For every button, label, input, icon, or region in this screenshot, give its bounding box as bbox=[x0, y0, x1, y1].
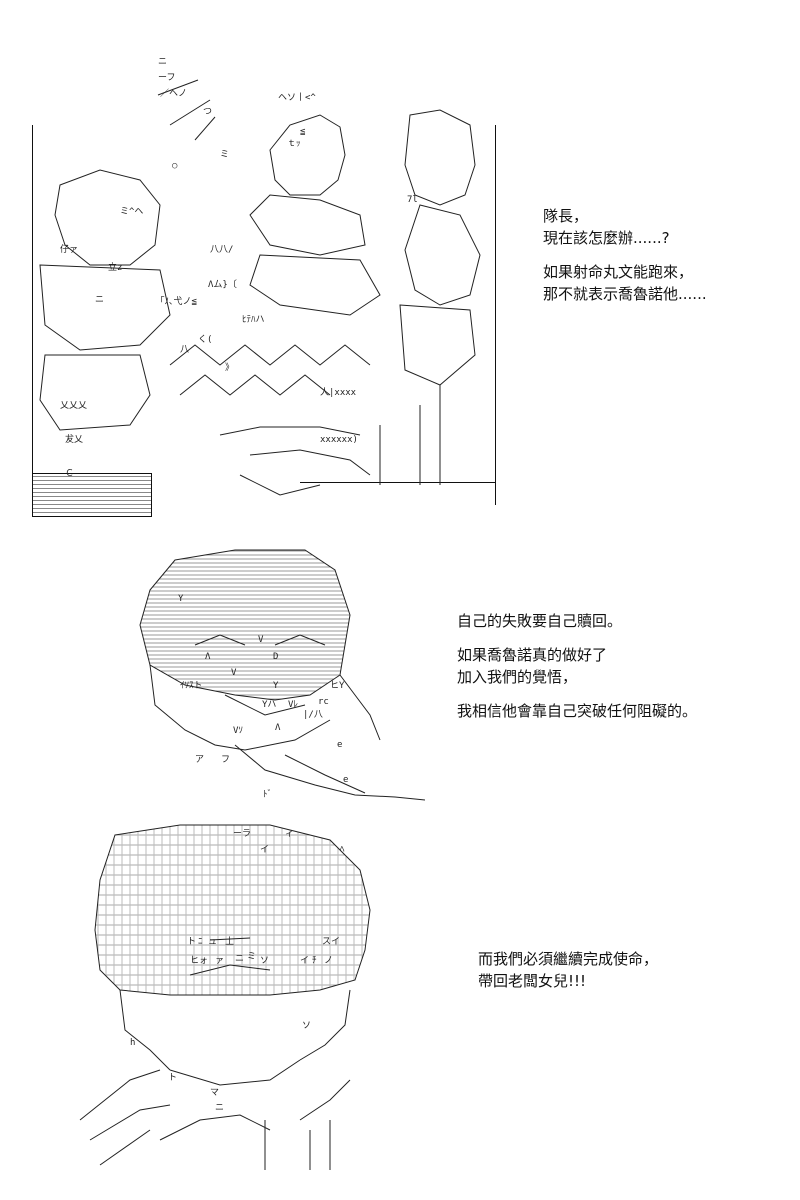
aa-1-16: xxxxxx) bbox=[320, 435, 358, 445]
aa-1-5: ヘソ丨<^ bbox=[278, 93, 316, 103]
panel-1-floor-line bbox=[300, 482, 495, 483]
aa-3-3: ﾍ bbox=[340, 845, 345, 855]
dialogue-2-line-3: 加入我們的覺悟， bbox=[457, 668, 578, 686]
aa-1-2: ／ヘノ bbox=[160, 89, 188, 99]
aa-2-14: Yハ bbox=[262, 700, 277, 710]
aa-2-13: ﾄﾞ bbox=[263, 790, 273, 800]
aa-2-3: D bbox=[273, 652, 279, 662]
aa-1-17: 乂乂乂 bbox=[60, 401, 88, 411]
aa-2-2: Λ bbox=[205, 652, 211, 662]
aa-3-18: ソ bbox=[302, 1021, 312, 1031]
aa-3-11: ニ bbox=[235, 954, 245, 964]
aa-1-3: つ bbox=[203, 107, 213, 117]
aa-2-7: rc bbox=[318, 697, 329, 707]
panel-2: Y V Λ D ｲｿｽト Y ヒY rc e e ア フ V ﾄﾞ Yハ Vﾚ … bbox=[125, 545, 425, 805]
dialogue-2-gap-1 bbox=[457, 632, 787, 644]
dialogue-2-line-4: 我相信他會靠自己突破任何阻礙的。 bbox=[457, 702, 698, 720]
panel-1-frame bbox=[32, 125, 496, 505]
aa-3-15: ﾁ bbox=[312, 956, 317, 966]
dialogue-3: 而我們必須繼續完成使命， 帶回老闆女兒!!! bbox=[478, 948, 778, 992]
aa-1-10: ニ bbox=[95, 295, 105, 305]
aa-2-1: V bbox=[258, 635, 264, 645]
panel-1-stack-box bbox=[32, 473, 152, 517]
aa-1-24: 》 bbox=[225, 363, 235, 373]
aa-2-5: Y bbox=[273, 681, 279, 691]
aa-1-4: ○ bbox=[172, 161, 178, 171]
dialogue-3-line-1: 而我們必須繼續完成使命， bbox=[478, 950, 659, 968]
aa-3-20: マ bbox=[210, 1088, 220, 1098]
dialogue-3-line-2: 帶回老闆女兒!!! bbox=[478, 972, 587, 990]
aa-1-19: Ｃ bbox=[65, 469, 75, 479]
aa-1-6: ｔｯ bbox=[287, 139, 301, 149]
aa-3-17: h bbox=[130, 1038, 136, 1048]
aa-2-11: フ bbox=[221, 755, 231, 765]
dialogue-2: 自己的失敗要自己贖回。 如果喬魯諾真的做好了 加入我們的覺悟， 我相信他會靠自己… bbox=[457, 610, 787, 722]
aa-2-10: ア bbox=[195, 755, 205, 765]
dialogue-1-line-2: 現在該怎麼辦......? bbox=[543, 229, 670, 247]
aa-2-15: Vﾚ bbox=[288, 700, 298, 710]
aa-1-23: く( bbox=[198, 335, 213, 345]
aa-2-18: Vｿ bbox=[233, 726, 243, 736]
aa-3-9: ヒォ bbox=[190, 956, 209, 966]
dialogue-1-line-3: 如果射命丸文能跑來， bbox=[543, 263, 694, 281]
aa-3-12: ミ bbox=[247, 952, 257, 962]
aa-2-4: ｲｿｽト bbox=[180, 681, 203, 691]
aa-1-25: 八 bbox=[180, 345, 190, 355]
aa-3-10: ァ bbox=[215, 956, 225, 966]
aa-1-18: 犮乂 bbox=[65, 435, 84, 445]
panel-1-ascii-art: ニ ーフ ／ヘノ つ ○ ヘソ丨<^ ｔｯ ≦ 仔ァ 立z ニ 八八/ Λム}〔… bbox=[20, 55, 498, 520]
dialogue-1-line-4: 那不就表示喬魯諾他...... bbox=[543, 285, 707, 303]
aa-3-4: ト bbox=[187, 937, 197, 947]
panel-3-line-art bbox=[79, 824, 371, 1170]
aa-3-8: スイ bbox=[322, 937, 341, 947]
aa-2-9: e bbox=[343, 775, 349, 785]
aa-3-7: 丄 bbox=[225, 937, 235, 947]
aa-1-1: ーフ bbox=[158, 73, 176, 83]
aa-3-16: ノ bbox=[324, 956, 334, 966]
aa-2-6: ヒY bbox=[330, 681, 345, 691]
aa-3-21: ニ bbox=[215, 1103, 225, 1113]
aa-1-9: 立z bbox=[108, 263, 123, 273]
aa-3-6: ュ bbox=[208, 937, 218, 947]
aa-1-15: 人|xxxx bbox=[320, 388, 357, 398]
aa-3-19: ト bbox=[168, 1073, 178, 1083]
aa-2-16: |/八 bbox=[303, 710, 323, 720]
aa-1-21: ミ^ヘ bbox=[120, 207, 144, 217]
aa-2-17: Λ bbox=[275, 723, 281, 733]
aa-2-8: e bbox=[337, 740, 343, 750]
panel-2-line-art bbox=[139, 549, 425, 801]
dialogue-2-line-1: 自己的失敗要自己贖回。 bbox=[457, 612, 623, 630]
aa-2-0: Y bbox=[178, 594, 184, 604]
panel-2-ascii-art: Y V Λ D ｲｿｽト Y ヒY rc e e ア フ V ﾄﾞ Yハ Vﾚ … bbox=[125, 545, 425, 805]
aa-3-13: ソ bbox=[260, 956, 270, 966]
aa-1-22: 7l bbox=[407, 195, 418, 205]
panel-1: ニ ーフ ／ヘノ つ ○ ヘソ丨<^ ｔｯ ≦ 仔ァ 立z ニ 八八/ Λム}〔… bbox=[20, 55, 498, 520]
aa-3-14: イ bbox=[300, 956, 310, 966]
aa-3-2: イ bbox=[260, 845, 270, 855]
aa-1-12: Λム}〔 bbox=[208, 280, 237, 290]
dialogue-2-gap-2 bbox=[457, 688, 787, 700]
aa-1-8: 仔ァ bbox=[60, 245, 79, 255]
dialogue-1-line-1: 隊長， bbox=[543, 207, 589, 225]
aa-1-7: ≦ bbox=[300, 127, 306, 137]
panel-3-ascii-art: ーラ ィ イ ﾍ ト ﾆ ュ 丄 スイ ヒォ ァ ニ ミ ソ イ ﾁ ノ h ソ… bbox=[70, 820, 380, 1175]
aa-2-12: V bbox=[231, 668, 237, 678]
dialogue-1-gap bbox=[543, 249, 783, 261]
panel-1-line-art bbox=[39, 79, 481, 496]
aa-1-0: ニ bbox=[158, 57, 168, 67]
aa-1-13: ｢ﾉ､弋ノ≦ bbox=[160, 297, 197, 307]
panel-3: ーラ ィ イ ﾍ ト ﾆ ュ 丄 スイ ヒォ ァ ニ ミ ソ イ ﾁ ノ h ソ… bbox=[70, 820, 380, 1175]
aa-1-20: ミ bbox=[220, 150, 230, 160]
aa-3-0: ーラ bbox=[233, 829, 252, 839]
aa-3-1: ィ bbox=[285, 829, 295, 839]
aa-1-14: ﾋﾃﾊハ bbox=[242, 315, 265, 325]
dialogue-2-line-2: 如果喬魯諾真的做好了 bbox=[457, 646, 608, 664]
aa-1-11: 八八/ bbox=[210, 245, 234, 255]
dialogue-1: 隊長， 現在該怎麼辦......? 如果射命丸文能跑來， 那不就表示喬魯諾他..… bbox=[543, 205, 783, 305]
aa-3-5: ﾆ bbox=[198, 937, 203, 947]
